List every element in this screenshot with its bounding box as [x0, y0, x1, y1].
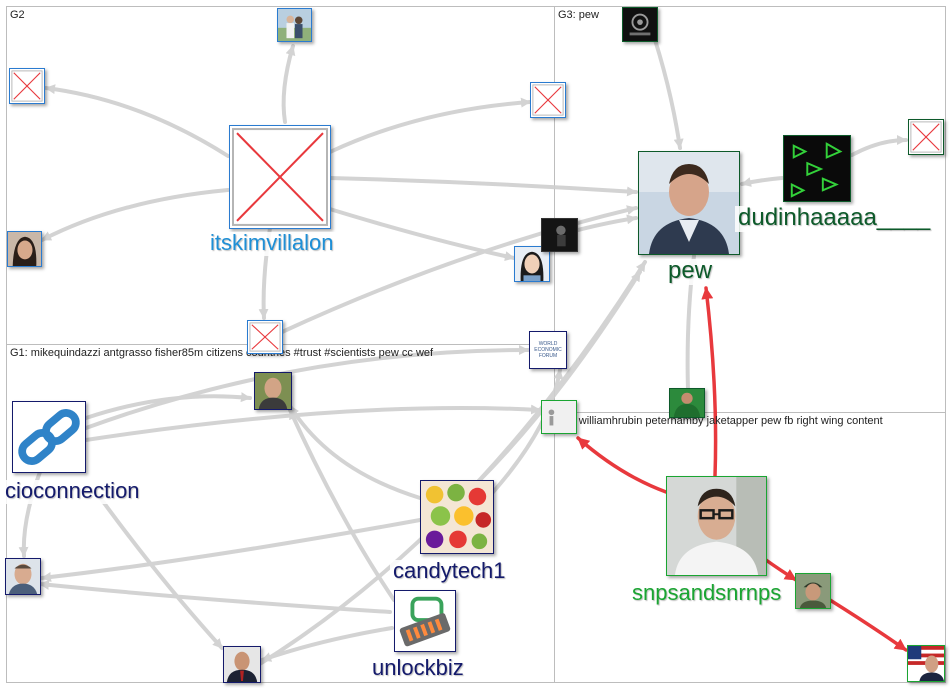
node-label-dudinhaaaaa: dudinhaaaaa____	[735, 206, 933, 232]
node-avatar-man-suit[interactable]	[223, 646, 261, 683]
node-avatar-green-shirt[interactable]	[669, 388, 705, 418]
node-avatar-default[interactable]	[541, 400, 577, 434]
avatar-photo	[908, 646, 944, 681]
edge-red	[830, 600, 906, 650]
node-avatar-woman-left[interactable]	[7, 231, 42, 267]
broken-image-icon	[909, 120, 943, 154]
node-broken-g2-bottom[interactable]	[247, 320, 283, 354]
avatar-photo	[8, 232, 41, 266]
node-broken-g2-left[interactable]	[9, 68, 45, 104]
node-candytech1[interactable]	[420, 480, 494, 554]
chain-link-icon	[13, 402, 85, 472]
group-label-g3: G3: pew	[558, 9, 599, 21]
node-itskimvillalon[interactable]	[229, 125, 331, 229]
node-broken-g2-right[interactable]	[530, 82, 566, 118]
node-label-unlockbiz: unlockbiz	[369, 657, 467, 681]
node-label-snpsandsnrnps: snpsandsnrnps	[629, 582, 784, 606]
broken-image-icon	[10, 69, 44, 103]
avatar-photo	[6, 559, 40, 594]
avatar-photo	[278, 9, 311, 41]
edge	[46, 88, 228, 156]
edge-red	[578, 438, 666, 492]
broken-image-icon	[248, 321, 282, 353]
edge	[330, 178, 636, 192]
avatar-photo	[224, 647, 260, 682]
fruit-photo	[421, 481, 493, 553]
node-avatar-dark-logo[interactable]	[622, 7, 658, 42]
green-triangles-icon	[784, 136, 850, 201]
node-label-itskimvillalon: itskimvillalon	[207, 232, 336, 256]
avatar-photo	[796, 574, 830, 608]
node-dudinhaaaaa[interactable]	[783, 135, 851, 202]
avatar-photo	[542, 219, 577, 251]
avatar-photo	[255, 373, 291, 409]
node-avatar-couple[interactable]	[277, 8, 312, 42]
avatar-photo	[639, 152, 739, 254]
broken-image-icon	[531, 83, 565, 117]
default-avatar-icon	[542, 401, 576, 433]
edge	[86, 350, 528, 428]
node-avatar-man-glasses[interactable]	[5, 558, 41, 595]
unlock-icon	[395, 591, 455, 651]
avatar-photo	[515, 247, 549, 281]
avatar-photo	[623, 8, 657, 41]
node-label-candytech1: candytech1	[390, 560, 509, 584]
node-label-pew: pew	[665, 259, 715, 285]
node-avatar-dark-photo[interactable]	[541, 218, 578, 252]
node-broken-g3[interactable]	[908, 119, 944, 155]
group-label-g1: G1: mikequindazzi antgrasso fisher85m ci…	[10, 347, 433, 359]
group-label-g2: G2	[10, 9, 25, 21]
node-unlockbiz[interactable]	[394, 590, 456, 652]
node-cioconnection[interactable]	[12, 401, 86, 473]
node-pew[interactable]	[638, 151, 740, 255]
wef-logo-text: WORLD ECONOMIC FORUM	[530, 341, 566, 359]
edge	[852, 140, 906, 155]
node-wef-logo[interactable]: WORLD ECONOMIC FORUM	[529, 331, 567, 369]
edge	[284, 46, 293, 122]
edge	[282, 208, 636, 332]
node-avatar-cap[interactable]	[795, 573, 831, 609]
avatar-photo	[670, 389, 704, 417]
edge	[330, 102, 530, 152]
node-avatar-bald-man[interactable]	[254, 372, 292, 410]
node-label-cioconnection: cioconnection	[2, 480, 143, 504]
node-avatar-flag[interactable]	[907, 645, 945, 682]
edge	[742, 178, 782, 184]
edge	[290, 410, 394, 600]
edge-red	[706, 288, 716, 476]
node-snpsandsnrnps[interactable]	[666, 476, 767, 576]
broken-image-icon	[230, 126, 330, 228]
avatar-photo	[667, 477, 766, 575]
group-label-g4: G4: williamhrubin peterhamby jaketapper …	[558, 415, 883, 427]
wef-logo-line: FORUM	[530, 353, 566, 359]
edge-red	[766, 560, 796, 580]
edge	[42, 190, 228, 240]
